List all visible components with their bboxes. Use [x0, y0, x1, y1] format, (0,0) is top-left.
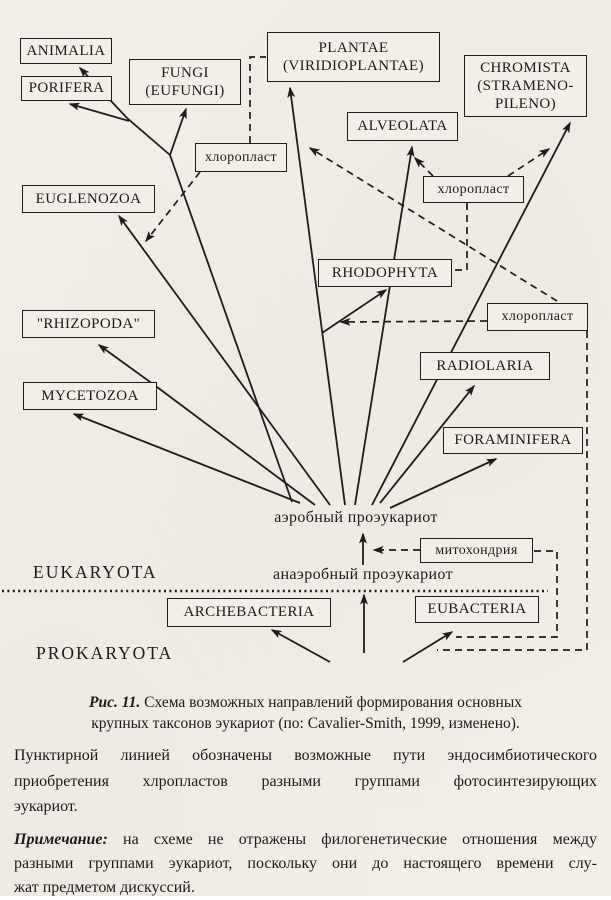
edge-solid-10	[321, 289, 388, 334]
caption-line-1: Рис. 11. Схема возможных направлений фор…	[58, 693, 553, 714]
label-prokaryota: PROKARYOTA	[36, 643, 174, 663]
edge-solid-8	[97, 344, 158, 388]
note-text-1: на схеме не отражены филогенетические от…	[123, 830, 598, 848]
box-mitochondria: митохондрия	[420, 538, 533, 563]
box-mycetozoa: MYCETOZOA	[23, 382, 157, 410]
box-chloroplast-3: хлоропласт	[487, 303, 588, 331]
edge-dashed-27	[339, 317, 488, 326]
box-archebacteria: ARCHEBACTERIA	[167, 598, 331, 627]
box-alveolata: ALVEOLATA	[347, 112, 458, 141]
box-euglenozoa: EUGLENOZOA	[22, 185, 155, 213]
legend-paragraph: Пунктирной линией обозначены возможные п…	[14, 743, 597, 820]
edge-solid-14	[389, 458, 498, 509]
caption-line-2: крупных таксонов эукариот (по: Cavalier-…	[91, 714, 520, 732]
edge-dashed-21	[437, 331, 588, 651]
edge-solid-7	[72, 413, 301, 504]
box-rhizopoda: "RHIZOPODA"	[22, 310, 155, 338]
edge-dashed-25	[507, 148, 551, 177]
box-plantae: PLANTAE (VIRIDIOPLANTAE)	[267, 32, 440, 82]
edge-solid-17	[270, 629, 331, 663]
note-line-1: Примечание: на схеме не отражены филоген…	[14, 828, 597, 852]
box-radiolaria: RADIOLARIA	[420, 352, 550, 380]
edge-solid-4	[68, 102, 130, 122]
label-aerobic-proeukaryote: аэробный проэукариот	[274, 509, 438, 526]
box-foraminifera: FORAMINIFERA	[443, 427, 583, 454]
note-paragraph: Примечание: на схеме не отражены филоген…	[14, 828, 597, 900]
box-chloroplast-2: хлоропласт	[423, 176, 524, 203]
edge-solid-12	[371, 121, 571, 506]
note-line-2: разными группами эукариот, поскольку они…	[14, 854, 597, 872]
edge-solid-6	[118, 214, 331, 506]
edge-solid-13	[379, 384, 475, 504]
figure-captions: Рис. 11. Схема возможных направлений фор…	[14, 690, 597, 900]
legend-line-1: Пунктирной линией обозначены возможные п…	[14, 747, 597, 764]
box-rhodophyta: RHODOPHYTA	[318, 259, 452, 287]
box-chloroplast-1: хлоропласт	[195, 143, 287, 172]
edge-solid-18	[402, 631, 454, 663]
edge-dashed-26	[308, 147, 558, 302]
edge-solid-9	[287, 86, 346, 506]
box-fungi: FUNGI (EUFUNGI)	[129, 59, 241, 105]
box-chromista: CHROMISTA (STRAMENO- PILENO)	[464, 55, 587, 117]
edge-dashed-23	[145, 171, 201, 243]
diagram-edges	[2, 56, 588, 663]
edge-solid-0	[169, 154, 293, 503]
edge-solid-2	[156, 386, 316, 506]
edge-dashed-19	[249, 56, 266, 143]
box-eubacteria: EUBACTERIA	[415, 596, 539, 623]
edge-solid-1	[126, 117, 171, 156]
note-line-3: жат предметом дискуссий.	[14, 878, 195, 896]
figure-number: Рис. 11.	[89, 694, 141, 711]
legend-line-2: приобретения хлропластов разными группам…	[14, 772, 597, 790]
edge-solid-11	[354, 145, 415, 506]
label-anaerobic-proeukaryote: анаэробный проэукариот	[272, 566, 454, 583]
legend-line-3: эукариот.	[14, 798, 78, 815]
edge-dashed-20	[452, 203, 468, 271]
label-eukaryota: EUKARYOTA	[33, 562, 158, 582]
edge-solid-5	[169, 107, 187, 156]
box-porifera: PORIFERA	[21, 76, 112, 101]
edge-dashed-22	[456, 550, 558, 638]
phylogeny-diagram: ANIMALIA PORIFERA FUNGI (EUFUNGI) PLANTAE (…	[2, 32, 588, 663]
edge-layer	[2, 56, 588, 663]
note-tag: Примечание:	[14, 830, 108, 848]
edge-dashed-24	[413, 156, 434, 177]
figure-caption: Рис. 11. Схема возможных направлений фор…	[14, 693, 597, 734]
box-animalia: ANIMALIA	[20, 38, 112, 64]
caption-text-1: Схема возможных направлений формирования…	[144, 694, 522, 711]
